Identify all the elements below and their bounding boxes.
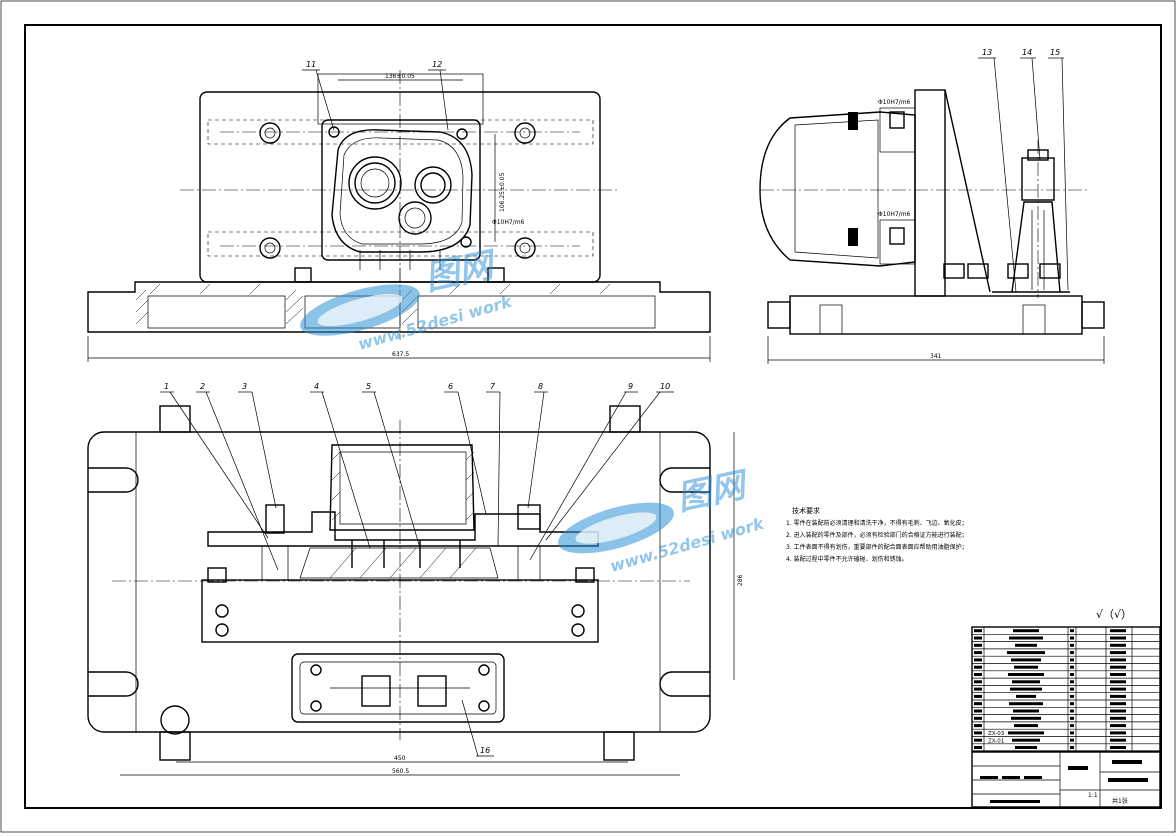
balloon-11: 11 xyxy=(306,60,316,69)
plan-view: 450 560.5 286 xyxy=(87,405,744,776)
roughness-symbol: √（√） xyxy=(1096,608,1132,621)
side-view: Φ10H7/m6 Φ10H7/m6 341 xyxy=(759,89,1105,364)
title-block: 1:1 共1张 xyxy=(971,751,1161,808)
dim-top-spacing: 136±0.05 xyxy=(385,73,415,80)
top-view: 136±0.05 106.25±0.05 Φ10H7/m6 xyxy=(180,70,620,283)
balloon-15: 15 xyxy=(1050,48,1060,57)
balloon-7: 7 xyxy=(490,382,496,391)
note-line-2: 2. 进入装配的零件及部件，必须有检验部门的合格证方能进行装配； xyxy=(786,531,968,539)
dim-top-vertical: 106.25±0.05 xyxy=(499,172,506,212)
dim-plan-inner: 450 xyxy=(394,755,406,762)
title-scale: 1:1 xyxy=(1088,792,1098,799)
balloon-6: 6 xyxy=(448,382,453,391)
note-line-3: 3. 工件表面不得有划伤，重要部件的配合面表面应帮助用油脂保护； xyxy=(786,543,968,551)
balloon-1: 1 xyxy=(164,382,169,391)
watermark-top: 图网 www.52desi work xyxy=(300,244,515,354)
balloon-5: 5 xyxy=(366,382,371,391)
balloon-3: 3 xyxy=(242,382,247,391)
note-line-4: 4. 装配过程中零件不允许磕碰、划伤和锈蚀。 xyxy=(786,555,908,563)
notes-heading: 技术要求 xyxy=(792,506,820,515)
bom-code: ZX-03 xyxy=(988,731,1005,737)
sheet-frame xyxy=(24,24,1162,809)
balloon-14: 14 xyxy=(1022,48,1032,57)
note-line-1: 1. 零件在装配前必须清理和清洗干净，不得有毛刺、飞边、氧化皮； xyxy=(786,519,968,527)
bom-code: ZX-01 xyxy=(988,738,1004,744)
dim-side-width: 341 xyxy=(930,353,942,360)
balloon-9: 9 xyxy=(628,382,633,391)
dim-hole-side-lower: Φ10H7/m6 xyxy=(878,211,911,218)
balloon-13: 13 xyxy=(982,48,992,57)
watermark-mid-brand: 图网 xyxy=(674,464,754,518)
balloon-12: 12 xyxy=(432,60,442,69)
part-balloons: 1 2 3 4 5 6 7 8 9 10 11 12 13 14 15 16 xyxy=(160,48,1069,757)
balloon-10: 10 xyxy=(660,382,670,391)
balloon-8: 8 xyxy=(538,382,543,391)
watermark-top-brand: 图网 xyxy=(422,244,502,298)
title-sheet: 共1张 xyxy=(1112,797,1128,805)
dim-plan-outer: 560.5 xyxy=(392,768,409,775)
dim-front-width: 637.5 xyxy=(392,351,409,358)
dim-hole-top: Φ10H7/m6 xyxy=(492,219,525,226)
dim-hole-side-upper: Φ10H7/m6 xyxy=(878,99,911,106)
balloon-16: 16 xyxy=(480,746,490,755)
technical-requirements: 技术要求 1. 零件在装配前必须清理和清洗干净，不得有毛刺、飞边、氧化皮； 2.… xyxy=(786,506,968,563)
balloon-4: 4 xyxy=(314,382,319,391)
balloon-2: 2 xyxy=(200,382,205,391)
dim-plan-height: 286 xyxy=(737,574,744,586)
